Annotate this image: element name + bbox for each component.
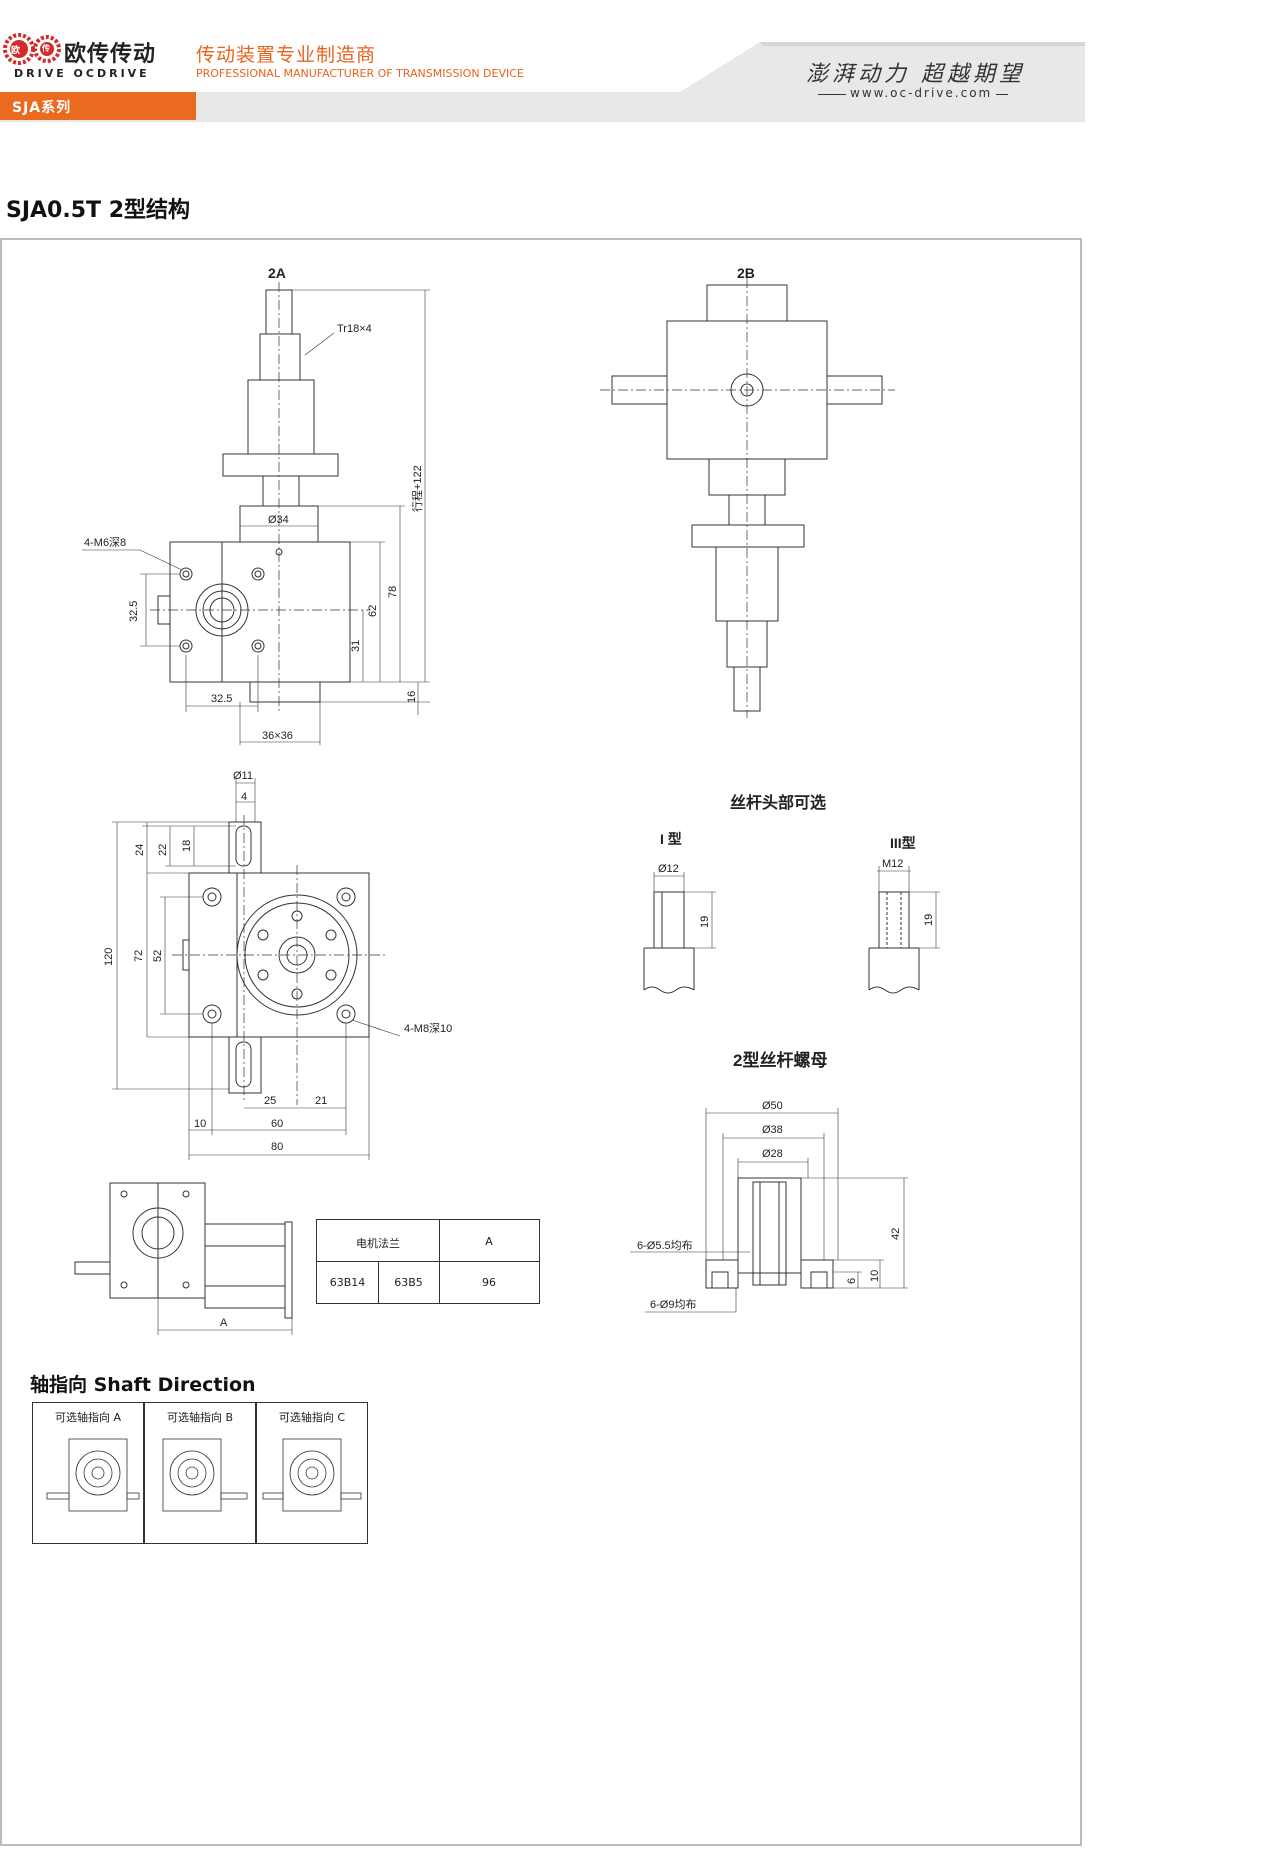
type-3-thread: M12 [882, 858, 903, 870]
dim-80: 80 [271, 1141, 283, 1153]
nut-h10: 10 [869, 1270, 881, 1282]
page-title: SJA0.5T 2型结构 [6, 198, 191, 223]
dim-4: 4 [241, 791, 247, 803]
shaft-direction-title: 轴指向 Shaft Direction [30, 1374, 256, 1396]
dim-dia-11: Ø11 [233, 770, 253, 782]
dim-31: 31 [350, 640, 362, 652]
dim-78: 78 [387, 586, 399, 598]
top-view-drawing [112, 778, 401, 1160]
nut-d38: Ø38 [762, 1124, 783, 1136]
thread-label: Tr18×4 [337, 323, 372, 335]
type-3-len: 19 [923, 914, 935, 926]
dia-34-label: Ø34 [268, 514, 289, 526]
website-link[interactable]: www.oc-drive.com [846, 86, 997, 100]
dim-10: 10 [194, 1118, 206, 1130]
dim-24: 24 [134, 844, 146, 856]
nut-d28: Ø28 [762, 1148, 783, 1160]
shaft-option-b[interactable]: 可选轴指向 B [144, 1402, 256, 1544]
type-1-label: I 型 [660, 831, 682, 847]
dim-36x36: 36×36 [262, 730, 293, 742]
view-2a-title: 2A [268, 265, 286, 281]
logo-text-en: DRIVE OCDRIVE [14, 67, 150, 80]
type-1-len: 19 [699, 916, 711, 928]
nut-h42: 42 [890, 1228, 902, 1240]
type-3-label: III型 [890, 835, 916, 851]
dim-32-5-v: 32.5 [128, 601, 140, 622]
shaft-option-a[interactable]: 可选轴指向 A [32, 1402, 144, 1544]
shaft-option-a-label: 可选轴指向 A [54, 1411, 122, 1424]
dim-52: 52 [152, 950, 164, 962]
technical-drawing: 2A Tr18×4 Ø34 4-M6深8 32.5 36×36 32.5 62 … [74, 265, 940, 1335]
header-band [0, 42, 1085, 122]
dim-120: 120 [103, 948, 115, 966]
dim-60: 60 [271, 1118, 283, 1130]
tagline-cn: 传动装置专业制造商 [196, 44, 377, 66]
table-header-flange: 电机法兰 [356, 1237, 400, 1250]
drawing-frame [0, 238, 1082, 1846]
table-cell-63b5: 63B5 [394, 1276, 423, 1289]
table-cell-63b14: 63B14 [329, 1276, 366, 1289]
dim-21: 21 [315, 1095, 327, 1107]
series-tab[interactable] [0, 92, 196, 120]
shaft-option-b-label: 可选轴指向 B [166, 1411, 234, 1424]
slogan: 澎湃动力 超越期望 [806, 62, 1025, 87]
holes-m8-label: 4-M8深10 [404, 1022, 452, 1035]
shaft-option-c-label: 可选轴指向 C [278, 1411, 346, 1424]
nut-holes-1: 6-Ø5.5均布 [637, 1239, 693, 1252]
screw-head-title: 丝杆头部可选 [730, 793, 826, 812]
shaft-option-c[interactable]: 可选轴指向 C [256, 1402, 368, 1544]
view-2b-drawing [600, 278, 895, 718]
holes-m6-label: 4-M6深8 [84, 536, 126, 549]
stroke-label: 行程+122 [411, 465, 424, 512]
view-2a-drawing [82, 282, 430, 745]
flange-table: 电机法兰 A 63B14 63B5 96 [316, 1219, 540, 1304]
nut-drawing [630, 1108, 908, 1313]
table-header-a: A [485, 1235, 493, 1248]
logo-badge-left: 欧 [11, 46, 21, 56]
nut-h6: 6 [846, 1278, 858, 1284]
shaft-c-icon [262, 1438, 362, 1512]
dim-72: 72 [133, 950, 145, 962]
screw-head-drawing [643, 866, 940, 994]
dim-18: 18 [181, 840, 193, 852]
motor-dim-a: A [220, 1317, 228, 1329]
type-1-dia: Ø12 [658, 863, 679, 875]
logo-text-cn: 欧传传动 [64, 42, 157, 67]
shaft-b-icon [162, 1438, 248, 1512]
dim-16: 16 [406, 691, 418, 703]
dim-22: 22 [157, 844, 169, 856]
nut-d50: Ø50 [762, 1100, 783, 1112]
nut-holes-2: 6-Ø9均布 [650, 1298, 696, 1311]
series-tab-label: SJA系列 [12, 100, 72, 116]
motor-view-drawing [74, 1182, 293, 1335]
dim-32-5-h: 32.5 [211, 693, 232, 705]
drawing-labels: 2A Tr18×4 Ø34 4-M6深8 32.5 36×36 32.5 62 … [84, 265, 935, 1329]
dim-62: 62 [367, 605, 379, 617]
tagline-en: PROFESSIONAL MANUFACTURER OF TRANSMISSIO… [196, 67, 524, 80]
logo-gear-icon [3, 33, 61, 65]
table-cell-value: 96 [482, 1276, 496, 1289]
view-2b-title: 2B [737, 265, 755, 281]
nut-title: 2型丝杆螺母 [733, 1050, 827, 1070]
logo-badge-right: 传 [42, 44, 50, 53]
shaft-a-icon [46, 1438, 140, 1512]
dim-25: 25 [264, 1095, 276, 1107]
